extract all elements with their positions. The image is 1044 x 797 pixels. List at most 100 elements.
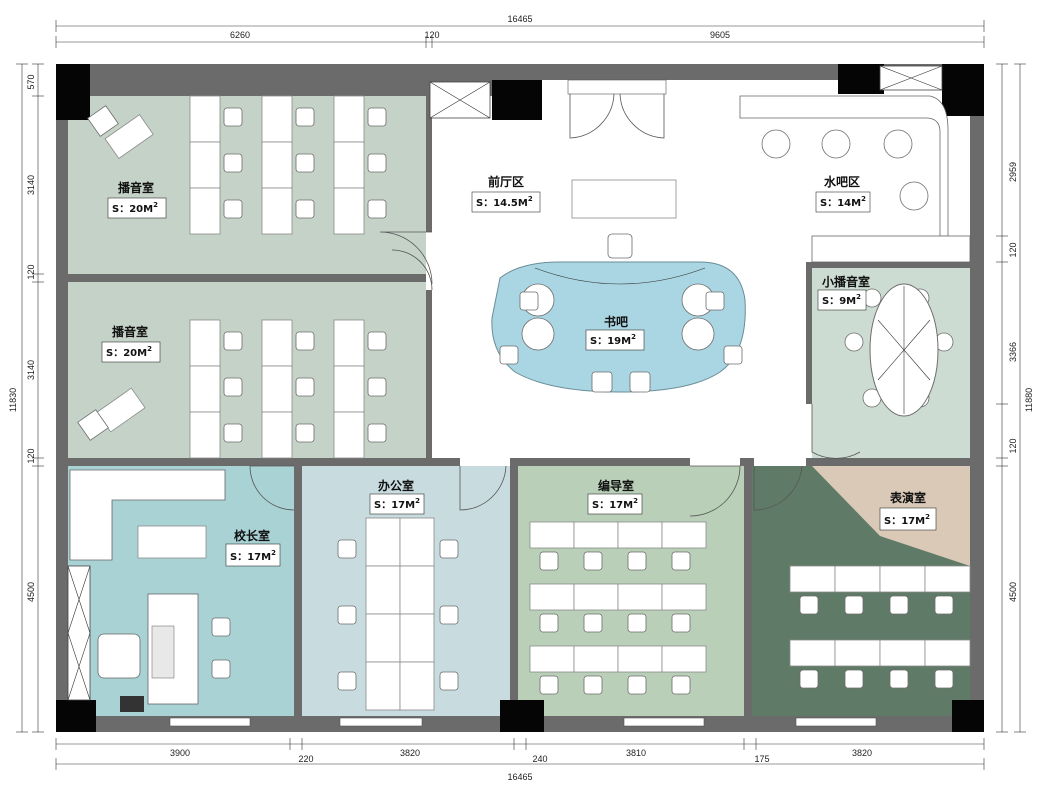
desk — [189, 95, 221, 143]
label-water-bar: 水吧区 S：14M2 — [815, 174, 871, 213]
dim-top-mid: 120 — [424, 30, 439, 40]
dim-bottom-3: 3820 — [400, 748, 420, 758]
desk — [365, 613, 401, 663]
svg-text:编导室: 编导室 — [597, 478, 634, 493]
desk — [529, 645, 575, 673]
desk — [789, 639, 836, 667]
label-book-bar: 书吧 S：19M2 — [585, 314, 645, 351]
chair — [295, 331, 315, 351]
svg-text:S：14.5M2: S：14.5M2 — [476, 195, 533, 209]
desk — [189, 411, 221, 459]
dim-left-6: 4500 — [26, 582, 36, 602]
round-stool — [883, 129, 913, 159]
chair — [583, 551, 603, 571]
dim-right-3: 3366 — [1008, 342, 1018, 362]
svg-text:表演室: 表演室 — [889, 490, 926, 505]
dim-top-total: 16465 — [507, 14, 532, 24]
svg-text:播音室: 播音室 — [112, 324, 148, 339]
chair — [889, 595, 909, 615]
chair — [627, 675, 647, 695]
desk — [333, 95, 365, 143]
lounge-chair — [104, 114, 154, 160]
chair — [337, 671, 357, 691]
wall-broadcast-divider — [68, 274, 426, 282]
desk — [661, 645, 707, 673]
round-stool — [821, 129, 851, 159]
window-principal — [169, 717, 251, 727]
desk — [261, 187, 293, 235]
desk — [617, 521, 663, 549]
column-top-right-1 — [838, 64, 884, 94]
desk — [333, 187, 365, 235]
chair — [367, 331, 387, 351]
window-office — [339, 717, 423, 727]
wall-office-director — [510, 458, 518, 716]
svg-text:S：14M2: S：14M2 — [820, 195, 866, 209]
sofa — [69, 469, 226, 561]
svg-text:S：17M2: S：17M2 — [592, 497, 638, 511]
chair — [671, 613, 691, 633]
wall-mid-horizontal-1 — [68, 458, 460, 466]
dim-bottom-2: 220 — [298, 754, 313, 764]
desk — [189, 319, 221, 367]
water-bar-shelf — [811, 235, 971, 263]
dim-right-2: 120 — [1008, 242, 1018, 257]
desk — [617, 645, 663, 673]
desk — [879, 565, 926, 593]
dim-bottom-1: 3900 — [170, 748, 190, 758]
chair — [439, 605, 459, 625]
svg-text:S：17M2: S：17M2 — [374, 497, 420, 511]
desk — [365, 661, 401, 711]
chair — [889, 669, 909, 689]
wall-right — [970, 64, 984, 732]
round-stool — [761, 129, 791, 159]
furniture-layer — [77, 95, 971, 711]
dim-left-5: 120 — [26, 448, 36, 463]
desk — [189, 365, 221, 413]
chair — [223, 153, 243, 173]
chair — [295, 153, 315, 173]
desk — [261, 141, 293, 189]
desk — [573, 645, 619, 673]
chair — [223, 423, 243, 443]
desk — [399, 613, 435, 663]
desk — [834, 639, 881, 667]
desk — [529, 521, 575, 549]
wall-director-performance — [744, 458, 752, 716]
desk — [661, 583, 707, 611]
chair — [705, 291, 725, 311]
shaft-left — [67, 565, 91, 701]
dim-left-1: 570 — [26, 74, 36, 89]
desk — [617, 583, 663, 611]
chair — [671, 675, 691, 695]
dim-bottom-5: 3810 — [626, 748, 646, 758]
label-lobby: 前厅区 S：14.5M2 — [471, 174, 541, 213]
desk — [529, 583, 575, 611]
desk — [333, 319, 365, 367]
chair — [223, 199, 243, 219]
desk — [399, 565, 435, 615]
dim-left-3: 120 — [26, 264, 36, 279]
chair — [367, 423, 387, 443]
chair — [439, 539, 459, 559]
dimension-lines — [16, 20, 1026, 770]
chair — [211, 617, 231, 637]
broadcast-room-2-floor — [68, 282, 426, 458]
chair — [844, 669, 864, 689]
door-performance — [753, 465, 803, 511]
svg-text:办公室: 办公室 — [378, 478, 414, 493]
chair — [799, 595, 819, 615]
chair — [439, 671, 459, 691]
chair — [367, 107, 387, 127]
desk — [365, 565, 401, 615]
dim-right-5: 4500 — [1008, 582, 1018, 602]
door-director — [689, 465, 741, 517]
chair — [844, 595, 864, 615]
chair — [583, 675, 603, 695]
chair — [295, 107, 315, 127]
dim-right-1: 2959 — [1008, 162, 1018, 182]
svg-text:S：17M2: S：17M2 — [230, 549, 276, 563]
chair — [519, 291, 539, 311]
chair — [295, 377, 315, 397]
